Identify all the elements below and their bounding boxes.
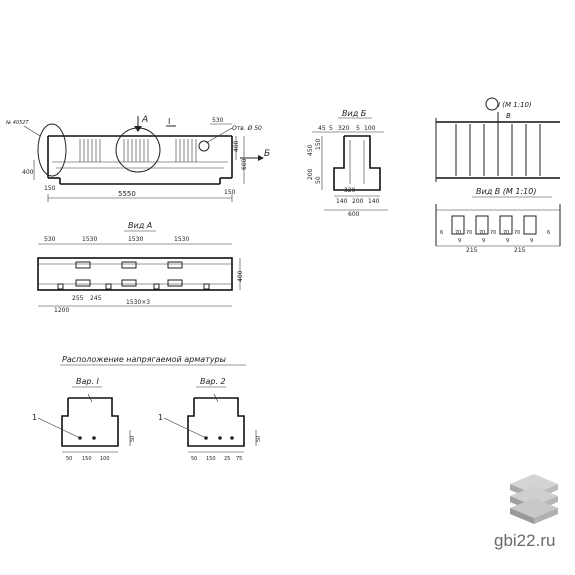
variant-2-dim-2: 150 <box>206 456 216 462</box>
view-v-sub-2: 9 <box>482 238 485 244</box>
strand-icon <box>92 436 96 440</box>
height-left-dim: 400 <box>22 169 34 176</box>
reinforcement: Расположение напрягаемой арматуры Вар. I… <box>32 355 262 462</box>
variant-2-section <box>187 397 245 447</box>
left-callout-label: № 4052Т <box>5 120 30 126</box>
view-b-left-dim-1: 450 <box>307 144 314 156</box>
view-b-bottom-3: 200 <box>352 198 364 205</box>
view-v-title: Вид В (М 1:10) <box>476 187 536 196</box>
strand-icon <box>218 436 222 440</box>
beam-stirrups-mid <box>123 139 149 162</box>
view-b-dim-4: 5 <box>356 125 360 132</box>
detail-i-bars <box>455 124 541 176</box>
beam-stirrups-right <box>175 139 197 162</box>
variant-1-dim-2: 150 <box>82 456 92 462</box>
variant-2-side-dim: 50 <box>256 436 262 442</box>
view-b-bottom-4: 140 <box>368 198 380 205</box>
variant-2-dim-1: 50 <box>191 456 197 462</box>
variant-2-dim-4: 75 <box>236 456 242 462</box>
variant-2-title: Вар. 2 <box>200 377 226 386</box>
variant-2-dim-3: 25 <box>224 456 230 462</box>
view-a-plates <box>75 261 183 287</box>
arrow-a-label: А <box>141 115 148 125</box>
variant-1-title: Вар. I <box>76 377 100 386</box>
view-b-dim-2: 5 <box>329 125 333 132</box>
view-a-bottom-2: 255 <box>72 295 84 302</box>
view-b-title: Вид Б <box>342 109 367 118</box>
detail-i: I (М 1:10) В <box>435 97 560 182</box>
view-b-width: 600 <box>348 211 360 218</box>
strand-icon <box>230 436 234 440</box>
watermark-site-text: gbi22.ru <box>494 531 556 550</box>
view-v-sub-1: 9 <box>458 238 461 244</box>
variant-1-section <box>61 397 119 447</box>
view-b: Вид Б 45 5 320 5 100 450 150 200 50 320 … <box>307 109 388 218</box>
view-v-dim-4: 70 <box>479 230 485 236</box>
view-v-dim-2: 70 <box>455 230 461 236</box>
variant-1-side-dim: 50 <box>130 436 136 442</box>
reinforcement-title: Расположение напрягаемой арматуры <box>62 355 226 364</box>
view-a-top-dim-2: 1530 <box>82 236 97 243</box>
beam-stirrups-left <box>79 139 101 162</box>
variant-1-dim-3: 100 <box>100 456 110 462</box>
top-ext-dim: 530 <box>212 117 224 124</box>
view-b-bottom-2: 140 <box>336 198 348 205</box>
detail-i-circle <box>115 127 161 173</box>
view-b-profile <box>333 135 381 191</box>
view-a-height: 400 <box>237 270 244 282</box>
view-a-title: Вид А <box>128 221 152 230</box>
view-a-holes <box>57 283 210 290</box>
view-a-bottom-1: 1200 <box>54 307 69 314</box>
view-b-dim-1: 45 <box>318 125 326 132</box>
view-a: Вид А 530 1530 1530 1530 400 25 <box>37 221 244 314</box>
total-length-dim: 5550 <box>118 190 136 198</box>
watermark-logo <box>510 474 558 524</box>
arrow-down-icon <box>134 126 142 132</box>
view-v-tabs <box>451 215 537 235</box>
view-a-top-dim-3: 1530 <box>128 236 143 243</box>
view-v-dim-6: 70 <box>503 230 509 236</box>
detail-i-sub: В <box>506 112 511 120</box>
beam-elevation: А I Б Отв. Ø 50 530 600 400 150 № 4052Т … <box>5 115 270 202</box>
hole-icon <box>198 140 210 152</box>
view-b-bottom-1: 320 <box>344 187 356 194</box>
detail-i-label: I (М 1:10) <box>498 101 532 109</box>
view-b-left-dim-4: 50 <box>315 176 322 184</box>
view-v-dim-3: 70 <box>466 230 472 236</box>
view-b-left-dim-2: 150 <box>315 138 322 150</box>
left-end-detail-circle <box>37 123 67 177</box>
height-right-dim: 600 <box>241 158 248 170</box>
left-end-dim: 150 <box>44 185 56 192</box>
view-v-dim-5: 70 <box>490 230 496 236</box>
variant-2-leader: 1 <box>158 413 163 422</box>
variant-1-leader: 1 <box>32 413 37 422</box>
view-v-dim-1: 6 <box>440 230 443 236</box>
view-a-bottom-4: 1530×3 <box>126 299 150 306</box>
hole-label: Отв. Ø 50 <box>232 125 262 132</box>
arrow-b-label: Б <box>264 149 270 159</box>
view-v-dim-8: 6 <box>547 230 550 236</box>
view-v: Вид В (М 1:10) 6 70 70 70 70 70 70 6 9 9… <box>435 187 561 254</box>
section-i-label: I <box>168 117 170 126</box>
view-b-dim-3: 320 <box>338 125 350 132</box>
end-height-dim: 150 <box>224 189 236 196</box>
arrow-right-icon <box>258 155 264 161</box>
view-a-bottom-3: 245 <box>90 295 102 302</box>
view-a-outline <box>37 257 233 291</box>
view-v-bottom-1: 215 <box>466 247 478 254</box>
view-v-sub-4: 9 <box>530 238 533 244</box>
view-a-top-dim-4: 1530 <box>174 236 189 243</box>
view-a-top-dim-1: 530 <box>44 236 56 243</box>
height-dim-400: 400 <box>233 140 240 152</box>
detail-marker-icon <box>485 97 499 111</box>
view-v-bottom-2: 215 <box>514 247 526 254</box>
view-b-dim-5: 100 <box>364 125 376 132</box>
view-v-sub-3: 9 <box>506 238 509 244</box>
view-b-left-dim-3: 200 <box>307 168 314 180</box>
view-v-dim-7: 70 <box>514 230 520 236</box>
variant-1-dim-1: 50 <box>66 456 72 462</box>
